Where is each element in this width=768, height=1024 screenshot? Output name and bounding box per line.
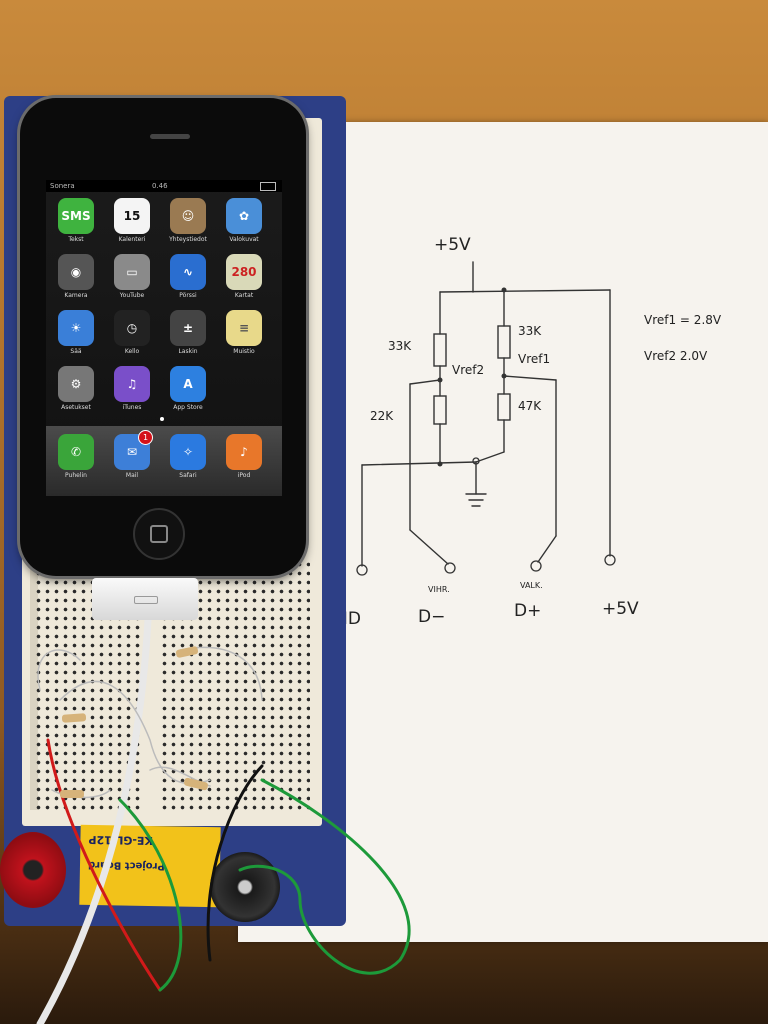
dock-connector-plug: [92, 578, 198, 620]
binding-post-black: [210, 852, 280, 922]
apps-app-0[interactable]: SMS Tekst: [54, 198, 98, 250]
resistor-r3-label: 33K: [518, 324, 542, 338]
app-icon: ✧: [170, 434, 206, 470]
app-icon: ✆: [58, 434, 94, 470]
apps-app-8[interactable]: ☀ Sää: [54, 310, 98, 362]
wire-white-label: VALK.: [520, 581, 543, 590]
page-indicator-dot: [160, 417, 164, 421]
app-label: Asetukset: [61, 404, 91, 411]
note-vref2: Vref2 2.0V: [644, 349, 708, 363]
dock: ✆Puhelin✉Mail✧Safari♪iPod: [46, 426, 282, 496]
resistor-components: [60, 646, 208, 798]
app-icon: ✿: [226, 198, 262, 234]
apps-app-6[interactable]: ∿ Pörssi: [166, 254, 210, 306]
app-label: Pörssi: [179, 292, 197, 299]
phone-screen: Sonera 0.46 ✆Puhelin✉Mail✧Safari♪iPod 1 …: [46, 180, 282, 496]
apps-app-4[interactable]: ◉ Kamera: [54, 254, 98, 306]
app-label: iTunes: [122, 404, 142, 411]
app-icon: ∿: [170, 254, 206, 290]
dock-app-3[interactable]: ♪ iPod: [222, 434, 266, 486]
app-icon: ▭: [114, 254, 150, 290]
earpiece-speaker: [150, 134, 190, 139]
terminal-5v-label: +5V: [602, 599, 639, 619]
app-label: App Store: [173, 404, 203, 411]
mail-badge: 1: [138, 430, 153, 445]
app-icon: SMS: [58, 198, 94, 234]
resistor-r4-label: 47K: [518, 399, 542, 413]
dock-app-0[interactable]: ✆ Puhelin: [54, 434, 98, 486]
apps-app-3[interactable]: ✿ Valokuvat: [222, 198, 266, 250]
app-icon: ≡: [226, 310, 262, 346]
carrier-name: Sonera: [50, 182, 75, 190]
connector-slot: [134, 596, 158, 604]
wire-green-label: VIHR.: [428, 585, 450, 594]
terminal-dplus-label: D+: [514, 601, 541, 621]
app-icon: ♪: [226, 434, 262, 470]
app-icon: ♫: [114, 366, 150, 402]
app-label: Tekst: [68, 236, 84, 243]
app-icon: ◷: [114, 310, 150, 346]
binding-post-red: [0, 832, 66, 908]
terminal-dminus-label: D−: [418, 607, 445, 627]
status-bar: Sonera 0.46: [46, 180, 282, 192]
apps-app-5[interactable]: ▭ YouTube: [110, 254, 154, 306]
app-label: Mail: [125, 472, 139, 479]
app-icon: ⚙: [58, 366, 94, 402]
apps-app-9[interactable]: ◷ Kello: [110, 310, 154, 362]
apps-app-2[interactable]: ☺ Yhteystiedot: [166, 198, 210, 250]
apps-app-11[interactable]: ≡ Muistio: [222, 310, 266, 362]
app-label: iPod: [237, 472, 251, 479]
app-label: Puhelin: [65, 472, 87, 479]
app-label: Laskin: [178, 348, 198, 355]
resistor-r1-label: 33K: [388, 339, 412, 353]
iphone: Sonera 0.46 ✆Puhelin✉Mail✧Safari♪iPod 1 …: [20, 98, 306, 576]
resistor-r2-label: 22K: [370, 409, 394, 423]
apps-app-14[interactable]: A App Store: [166, 366, 210, 418]
app-label: YouTube: [119, 292, 145, 299]
home-square-icon: [150, 525, 168, 543]
apps-app-10[interactable]: ± Laskin: [166, 310, 210, 362]
app-label: Kartat: [234, 292, 254, 299]
app-label: Kalenteri: [118, 236, 146, 243]
app-label: Kello: [124, 348, 140, 355]
app-icon: 15: [114, 198, 150, 234]
apps-app-13[interactable]: ♫ iTunes: [110, 366, 154, 418]
supply-label: +5V: [434, 235, 471, 255]
app-icon: ☺: [170, 198, 206, 234]
app-label: Valokuvat: [229, 236, 259, 243]
app-icon: 280: [226, 254, 262, 290]
app-label: Yhteystiedot: [169, 236, 207, 243]
note-vref1: Vref1 = 2.8V: [644, 313, 722, 327]
node-vref1-label: Vref1: [518, 352, 550, 366]
app-label: Safari: [179, 472, 197, 479]
app-icon: ±: [170, 310, 206, 346]
app-label: Kamera: [64, 292, 88, 299]
apps-app-12[interactable]: ⚙ Asetukset: [54, 366, 98, 418]
app-label: Sää: [70, 348, 82, 355]
app-icon: ◉: [58, 254, 94, 290]
dock-app-2[interactable]: ✧ Safari: [166, 434, 210, 486]
app-label: Muistio: [233, 348, 255, 355]
node-vref2-label: Vref2: [452, 363, 484, 377]
app-icon: A: [170, 366, 206, 402]
status-time: 0.46: [152, 182, 168, 190]
app-icon: ☀: [58, 310, 94, 346]
battery-icon: [260, 182, 276, 191]
home-button[interactable]: [133, 508, 185, 560]
